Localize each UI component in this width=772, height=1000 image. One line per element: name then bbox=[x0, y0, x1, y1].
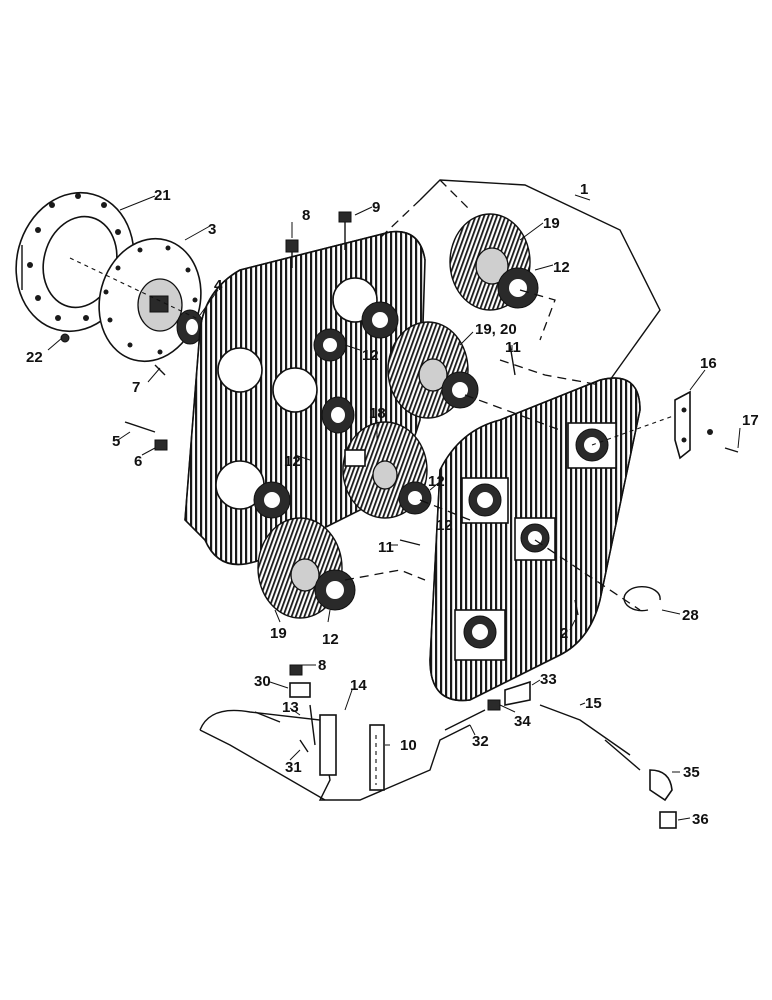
callout-17: 17 bbox=[742, 412, 759, 429]
leader-lines bbox=[47, 194, 741, 821]
callout-18: 18 bbox=[369, 405, 386, 422]
callout-14: 14 bbox=[350, 677, 367, 694]
callout-36: 36 bbox=[692, 811, 709, 828]
callout-30: 30 bbox=[254, 673, 271, 690]
callout-1: 1 bbox=[580, 181, 588, 198]
alignment-lines bbox=[344, 289, 691, 611]
callout-21: 21 bbox=[154, 187, 171, 204]
callout-5: 5 bbox=[112, 433, 120, 450]
gear-middle bbox=[387, 321, 479, 419]
snap-ring bbox=[623, 585, 661, 612]
callout-9: 9 bbox=[372, 199, 380, 216]
callout-4: 4 bbox=[214, 277, 223, 294]
bracket-16 bbox=[674, 390, 739, 460]
callout-11-upper: 11 bbox=[505, 339, 521, 356]
assembly-bracket-dash2 bbox=[439, 179, 471, 211]
bolts bbox=[60, 211, 579, 616]
callout-12-b: 12 bbox=[362, 347, 379, 364]
hub-washer bbox=[176, 309, 204, 345]
hydraulic-fittings-right bbox=[444, 680, 677, 829]
callout-15: 15 bbox=[585, 695, 602, 712]
callout-8-bottom: 8 bbox=[318, 657, 326, 674]
callout-12-f: 12 bbox=[322, 631, 339, 648]
callout-7: 7 bbox=[132, 379, 140, 396]
callout-19-20: 19, 20 bbox=[475, 321, 517, 338]
callout-16: 16 bbox=[700, 355, 717, 372]
callout-31: 31 bbox=[285, 759, 302, 776]
clutch-disc bbox=[98, 237, 202, 363]
callout-10: 10 bbox=[400, 737, 417, 754]
callout-35: 35 bbox=[683, 764, 700, 781]
callout-3: 3 bbox=[208, 221, 216, 238]
callout-2: 2 bbox=[560, 625, 568, 642]
gear-bottom-left bbox=[257, 517, 356, 619]
gear-center bbox=[342, 421, 432, 519]
assembly-bracket-dash bbox=[379, 199, 421, 239]
callout-12-c: 12 bbox=[284, 453, 301, 470]
callout-19-bottom: 19 bbox=[270, 625, 287, 642]
callout-11-lower: 11 bbox=[378, 539, 394, 556]
callout-32: 32 bbox=[472, 733, 489, 750]
callout-12-e: 12 bbox=[436, 517, 453, 534]
callout-22: 22 bbox=[26, 349, 43, 366]
assembly-bracket bbox=[419, 179, 661, 381]
callout-13: 13 bbox=[282, 699, 299, 716]
hydraulic-line-left bbox=[199, 664, 471, 801]
callout-34: 34 bbox=[514, 713, 531, 730]
callout-28: 28 bbox=[682, 607, 699, 624]
callout-6: 6 bbox=[134, 453, 142, 470]
rear-cover bbox=[429, 377, 641, 702]
callout-33: 33 bbox=[540, 671, 557, 688]
callout-labels: 1 2 3 4 5 6 7 8 8 9 10 11 11 12 12 12 12… bbox=[26, 181, 759, 828]
callout-12-d: 12 bbox=[428, 473, 445, 490]
callout-19-top: 19 bbox=[543, 215, 560, 232]
callout-8-top: 8 bbox=[302, 207, 310, 224]
axis-line bbox=[69, 257, 201, 321]
callout-12-a: 12 bbox=[553, 259, 570, 276]
gear-top-right bbox=[449, 213, 539, 311]
